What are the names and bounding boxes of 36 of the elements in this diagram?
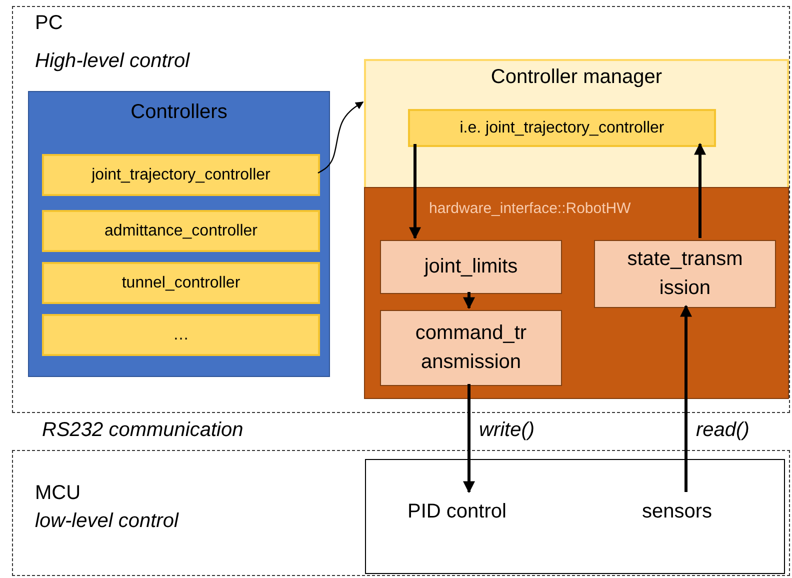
arrow	[463, 384, 475, 494]
module-box	[594, 240, 776, 308]
dashed-region	[12, 450, 790, 576]
panel-title: Controllers	[130, 100, 228, 124]
mcu-box	[365, 459, 785, 574]
region-subtitle: low-level control	[35, 509, 178, 533]
arrow	[694, 142, 706, 238]
arrow	[409, 144, 421, 240]
box-label: state_transm ission	[626, 247, 744, 301]
hardware-panel	[364, 187, 789, 399]
region-title: PC	[35, 11, 63, 35]
module-box	[380, 310, 562, 386]
region-title: MCU	[35, 481, 81, 505]
dashed-region	[12, 6, 790, 413]
controller-box	[42, 262, 320, 304]
box-label: tunnel_controller	[120, 273, 242, 294]
note-label: RS232 communication	[42, 418, 244, 442]
component-label: PID control	[406, 500, 508, 524]
controller-box	[408, 109, 716, 147]
box-label: …	[172, 325, 190, 346]
arrow	[680, 304, 692, 492]
module-box	[380, 240, 562, 294]
panel-title: hardware_interface::RobotHW	[429, 200, 631, 218]
box-label: admittance_controller	[104, 221, 258, 242]
box-label: i.e. joint_trajectory_controller	[458, 118, 666, 138]
controller-box	[42, 314, 320, 356]
controller-box	[42, 154, 320, 196]
arrow	[463, 292, 475, 310]
box-label: command_tr ansmission	[414, 321, 528, 375]
box-label: joint_trajectory_controller	[90, 165, 272, 186]
region-subtitle: High-level control	[35, 49, 190, 73]
box-label: joint_limits	[422, 254, 519, 280]
controller-box	[42, 210, 320, 252]
component-label: sensors	[640, 500, 714, 524]
controllers-panel	[28, 91, 330, 377]
panel-title: Controller manager	[490, 65, 664, 89]
